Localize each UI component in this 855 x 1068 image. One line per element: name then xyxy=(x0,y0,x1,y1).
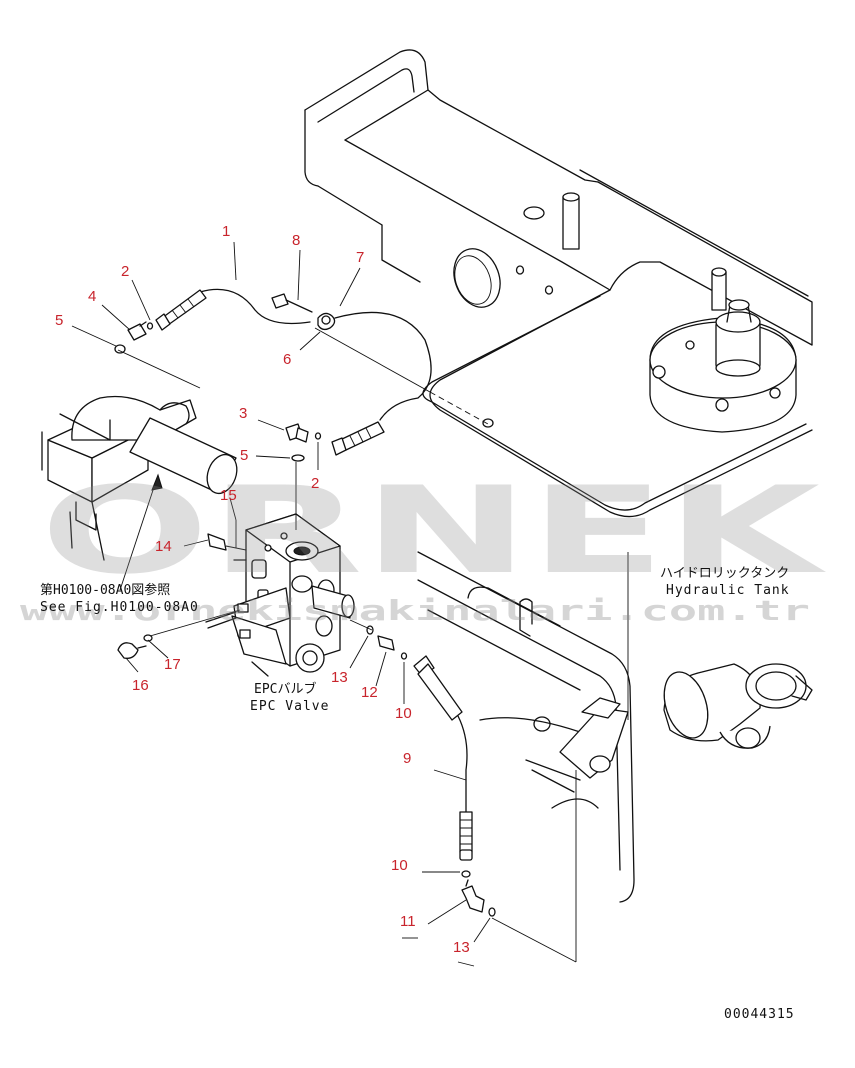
pipe-elbow-left xyxy=(41,395,238,591)
labels: 第H0100-08A0図参照 See Fig.H0100-08A0 ハイドロリッ… xyxy=(40,566,795,1022)
elbow-fitting-right xyxy=(663,663,813,749)
callout-5: 5 xyxy=(55,312,63,329)
callout-leaders xyxy=(71,241,491,943)
callout-12: 12 xyxy=(361,684,378,701)
hydraulic-tank xyxy=(304,49,813,518)
epc-valve-label-en: EPC Valve xyxy=(250,699,329,714)
hose-lower xyxy=(402,551,635,967)
callout-5: 5 xyxy=(240,447,248,464)
callout-17: 17 xyxy=(164,656,181,673)
watermark-url: www.ornekismakinalari.com.tr xyxy=(20,594,810,627)
callout-2: 2 xyxy=(311,475,319,492)
see-fig-label-en: See Fig.H0100-08A0 xyxy=(40,600,199,615)
watermark-brand: ORNEK xyxy=(40,462,827,601)
callout-16: 16 xyxy=(132,677,149,694)
drawing-number: 00044315 xyxy=(724,1007,795,1022)
callout-13: 13 xyxy=(453,939,470,956)
callout-4: 4 xyxy=(88,288,96,305)
callout-15: 15 xyxy=(220,487,237,504)
see-fig-label-jp: 第H0100-08A0図参照 xyxy=(40,582,170,598)
epc-valve xyxy=(117,423,408,677)
callout-numbers: 1 2 2 3 4 5 5 6 7 8 9 10 10 11 12 13 13 … xyxy=(55,223,470,956)
callout-6: 6 xyxy=(283,351,291,368)
callout-14: 14 xyxy=(155,538,172,555)
callout-10: 10 xyxy=(395,705,412,722)
callout-7: 7 xyxy=(356,249,364,266)
callout-11: 11 xyxy=(400,913,416,930)
epc-valve-label-jp: EPCバルブ xyxy=(254,681,316,697)
callout-10: 10 xyxy=(391,857,408,874)
hydraulic-tank-label-en: Hydraulic Tank xyxy=(666,583,790,598)
callout-9: 9 xyxy=(403,750,411,767)
hydraulic-tank-label-jp: ハイドロリックタンク xyxy=(660,566,789,581)
callout-3: 3 xyxy=(239,405,247,422)
callout-13: 13 xyxy=(331,669,348,686)
callout-1: 1 xyxy=(222,223,230,240)
callout-8: 8 xyxy=(292,232,300,249)
callout-2: 2 xyxy=(121,263,129,280)
hose-upper xyxy=(114,288,494,456)
watermark: ORNEK www.ornekismakinalari.com.tr xyxy=(20,462,827,627)
